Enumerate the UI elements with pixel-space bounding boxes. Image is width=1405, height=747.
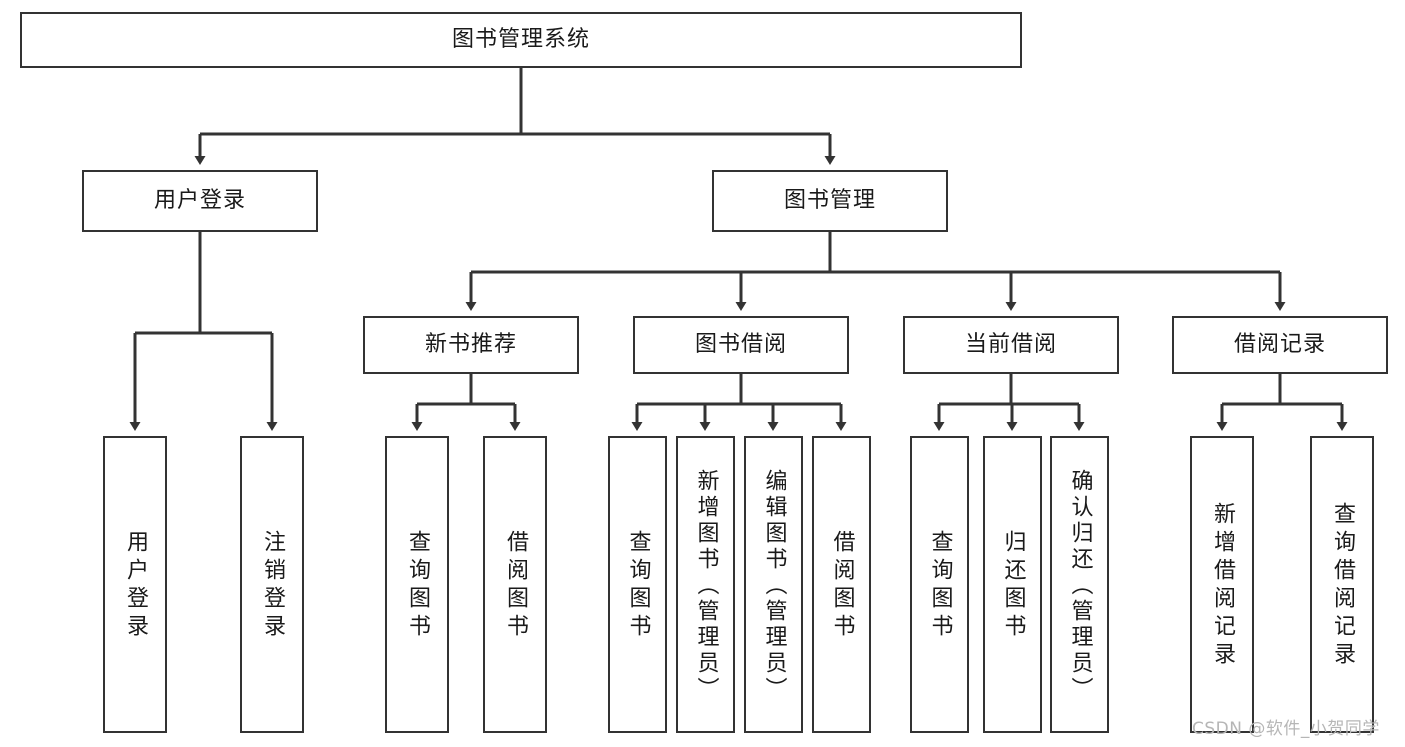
node-label: 图书管理 <box>783 188 876 213</box>
node-label: 查询图书 <box>927 529 953 642</box>
node-label: 注销登录 <box>260 529 285 642</box>
book-borrow-to-leaves-connectors <box>631 374 847 431</box>
node-label: 用户登录 <box>153 188 246 213</box>
node-label: 查询借阅记录 <box>1330 501 1355 670</box>
node-book-borrow[interactable]: 图书借阅 <box>633 316 849 374</box>
node-label: 图书管理系统 <box>451 27 590 52</box>
node-user-login[interactable]: 用户登录 <box>82 170 318 232</box>
node-leaf-confirm-return-admin[interactable]: 确认归还（管理员） <box>1050 436 1109 733</box>
node-label: 借阅图书 <box>829 529 855 642</box>
node-label: 新增借阅记录 <box>1210 501 1235 670</box>
node-leaf-edit-book-admin[interactable]: 编辑图书（管理员） <box>744 436 803 733</box>
node-leaf-borrow-book-recommend[interactable]: 借阅图书 <box>483 436 547 733</box>
book-manage-to-level3-connectors <box>465 232 1286 311</box>
borrow-record-to-leaves-connectors <box>1216 374 1348 431</box>
node-leaf-return-book[interactable]: 归还图书 <box>983 436 1042 733</box>
node-leaf-query-book-recommend[interactable]: 查询图书 <box>385 436 449 733</box>
node-leaf-borrow-book[interactable]: 借阅图书 <box>812 436 871 733</box>
node-leaf-add-book-admin[interactable]: 新增图书（管理员） <box>676 436 735 733</box>
node-label: 归还图书 <box>1000 529 1026 642</box>
node-label: 新书推荐 <box>424 332 517 357</box>
new-book-to-leaves-connectors <box>411 374 521 431</box>
node-new-book-recommend[interactable]: 新书推荐 <box>363 316 579 374</box>
node-label: 新增图书（管理员） <box>693 468 719 703</box>
node-label: 借阅图书 <box>503 529 528 642</box>
current-borrow-to-leaves-connectors <box>933 374 1085 431</box>
node-label: 图书借阅 <box>694 332 787 357</box>
root-to-level2-connectors <box>194 68 836 165</box>
node-leaf-query-book-current[interactable]: 查询图书 <box>910 436 969 733</box>
node-label: 查询图书 <box>625 529 651 642</box>
node-root-system[interactable]: 图书管理系统 <box>20 12 1022 68</box>
node-current-borrow[interactable]: 当前借阅 <box>903 316 1119 374</box>
node-book-management[interactable]: 图书管理 <box>712 170 948 232</box>
node-label: 确认归还（管理员） <box>1067 468 1093 703</box>
node-label: 当前借阅 <box>964 332 1057 357</box>
node-borrow-record[interactable]: 借阅记录 <box>1172 316 1388 374</box>
user-login-to-leaves-connectors <box>129 232 278 431</box>
node-leaf-add-borrow-record[interactable]: 新增借阅记录 <box>1190 436 1254 733</box>
node-label: 查询图书 <box>405 529 430 642</box>
node-label: 编辑图书（管理员） <box>761 468 787 703</box>
csdn-watermark: CSDN @软件_小贺同学 <box>1192 719 1380 739</box>
node-leaf-query-borrow-record[interactable]: 查询借阅记录 <box>1310 436 1374 733</box>
node-leaf-query-book-borrow[interactable]: 查询图书 <box>608 436 667 733</box>
node-label: 借阅记录 <box>1233 332 1326 357</box>
node-leaf-logout[interactable]: 注销登录 <box>240 436 304 733</box>
node-leaf-user-login[interactable]: 用户登录 <box>103 436 167 733</box>
node-label: 用户登录 <box>123 529 148 642</box>
